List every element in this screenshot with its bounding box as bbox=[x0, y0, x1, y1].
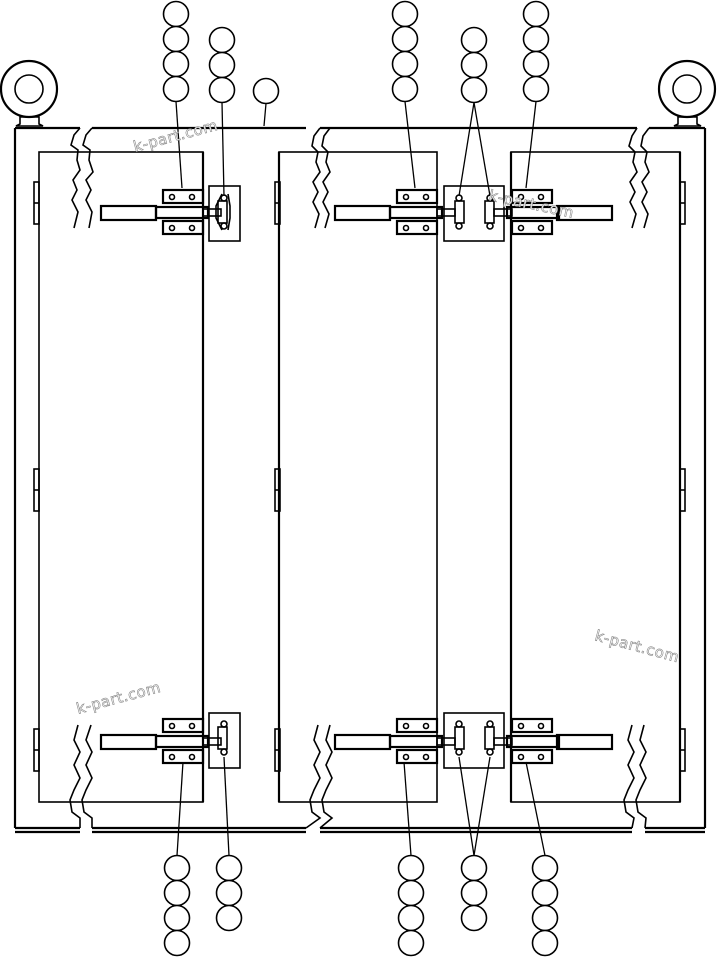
hinge-icon bbox=[274, 468, 281, 512]
callout-balloon bbox=[531, 929, 559, 957]
leader-line bbox=[176, 761, 184, 856]
callout-balloon bbox=[391, 75, 419, 103]
leader-line bbox=[175, 101, 183, 189]
hinge-icon bbox=[679, 181, 686, 225]
watermark-text: k-part.com bbox=[593, 626, 681, 666]
callout-balloon bbox=[397, 879, 425, 907]
leader-line bbox=[223, 756, 230, 856]
hinge-icon bbox=[274, 728, 281, 772]
callout-balloon bbox=[522, 75, 550, 103]
balloon-stack-top-right-clamp bbox=[522, 0, 550, 103]
hinges bbox=[33, 181, 686, 772]
callout-balloon bbox=[460, 879, 488, 907]
leader-lines bbox=[175, 101, 546, 856]
hinge-icon bbox=[33, 181, 40, 225]
callout-balloon bbox=[162, 50, 190, 78]
callout-balloon bbox=[391, 25, 419, 53]
callout-balloon bbox=[460, 26, 488, 54]
door-panels bbox=[38, 151, 682, 803]
left-eyebolt-icon bbox=[0, 59, 59, 127]
balloon-stack-bottom-left-clamp bbox=[163, 854, 191, 957]
callout-balloon bbox=[397, 904, 425, 932]
balloon-stack-bottom-left-bracket bbox=[215, 854, 243, 932]
callout-balloon bbox=[208, 26, 236, 54]
center-door-panel bbox=[278, 151, 438, 803]
frame-outline bbox=[13, 126, 707, 834]
callout-balloon bbox=[391, 0, 419, 28]
balloon-stack-top-mid-clamp bbox=[391, 0, 419, 103]
watermark-text: k-part.com bbox=[131, 116, 219, 156]
callout-balloon bbox=[215, 904, 243, 932]
callout-balloon bbox=[522, 25, 550, 53]
balloon-stack-bottom-mid-clamp bbox=[397, 854, 425, 957]
callout-balloon bbox=[208, 51, 236, 79]
right-door-panel bbox=[510, 151, 681, 803]
callout-balloon bbox=[531, 879, 559, 907]
callout-balloon bbox=[208, 76, 236, 104]
callout-balloon bbox=[531, 904, 559, 932]
callout-balloon bbox=[531, 854, 559, 882]
keeper-brackets bbox=[208, 185, 505, 769]
callout-balloon bbox=[397, 929, 425, 957]
toggle-clamp-icon bbox=[333, 717, 456, 765]
toggle-clamp-icon bbox=[493, 188, 614, 236]
callout-balloon bbox=[162, 0, 190, 28]
balloon-callouts bbox=[162, 0, 559, 957]
callout-balloon bbox=[397, 854, 425, 882]
callout-balloon bbox=[522, 50, 550, 78]
toggle-clamp-icon bbox=[333, 188, 456, 236]
leader-line bbox=[473, 102, 491, 197]
callout-balloon bbox=[522, 0, 550, 28]
hinge-icon bbox=[33, 468, 40, 512]
callout-balloon bbox=[162, 75, 190, 103]
hinge-icon bbox=[33, 728, 40, 772]
toggle-clamps bbox=[99, 188, 614, 765]
callout-balloon bbox=[215, 879, 243, 907]
balloon-stack-top-mid-bracket bbox=[460, 26, 488, 104]
callout-balloon bbox=[252, 77, 280, 105]
toggle-clamp-icon bbox=[493, 717, 614, 765]
balloon-stack-top-left-clamp bbox=[162, 0, 190, 103]
callout-balloon bbox=[163, 854, 191, 882]
callout-balloon bbox=[391, 50, 419, 78]
callout-balloon bbox=[460, 904, 488, 932]
callout-balloon bbox=[163, 879, 191, 907]
leader-line bbox=[221, 102, 225, 197]
right-eyebolt-icon bbox=[657, 59, 717, 127]
balloon-stack-top-frame bbox=[252, 77, 280, 105]
leader-line bbox=[525, 101, 537, 189]
toggle-clamp-icon bbox=[99, 717, 222, 765]
leader-line bbox=[525, 761, 546, 856]
break-lines bbox=[69, 127, 650, 829]
hinge-icon bbox=[679, 728, 686, 772]
hinge-icon bbox=[679, 468, 686, 512]
leader-line bbox=[263, 103, 267, 127]
leader-line bbox=[403, 761, 412, 856]
leader-line bbox=[458, 756, 475, 856]
hinge-icon bbox=[274, 181, 281, 225]
callout-balloon bbox=[215, 854, 243, 882]
leader-line bbox=[458, 102, 475, 197]
leader-line bbox=[404, 101, 416, 189]
balloon-stack-top-left-bracket bbox=[208, 26, 236, 104]
callout-balloon bbox=[460, 51, 488, 79]
leader-line bbox=[473, 756, 491, 856]
callout-balloon bbox=[163, 929, 191, 957]
toggle-clamp-icon bbox=[99, 188, 222, 236]
callout-balloon bbox=[163, 904, 191, 932]
callout-balloon bbox=[162, 25, 190, 53]
watermark-text: k-part.com bbox=[74, 678, 162, 718]
balloon-stack-bottom-right-clamp bbox=[531, 854, 559, 957]
balloon-stack-bottom-mid-bracket bbox=[460, 854, 488, 932]
callout-balloon bbox=[460, 76, 488, 104]
callout-balloon bbox=[460, 854, 488, 882]
